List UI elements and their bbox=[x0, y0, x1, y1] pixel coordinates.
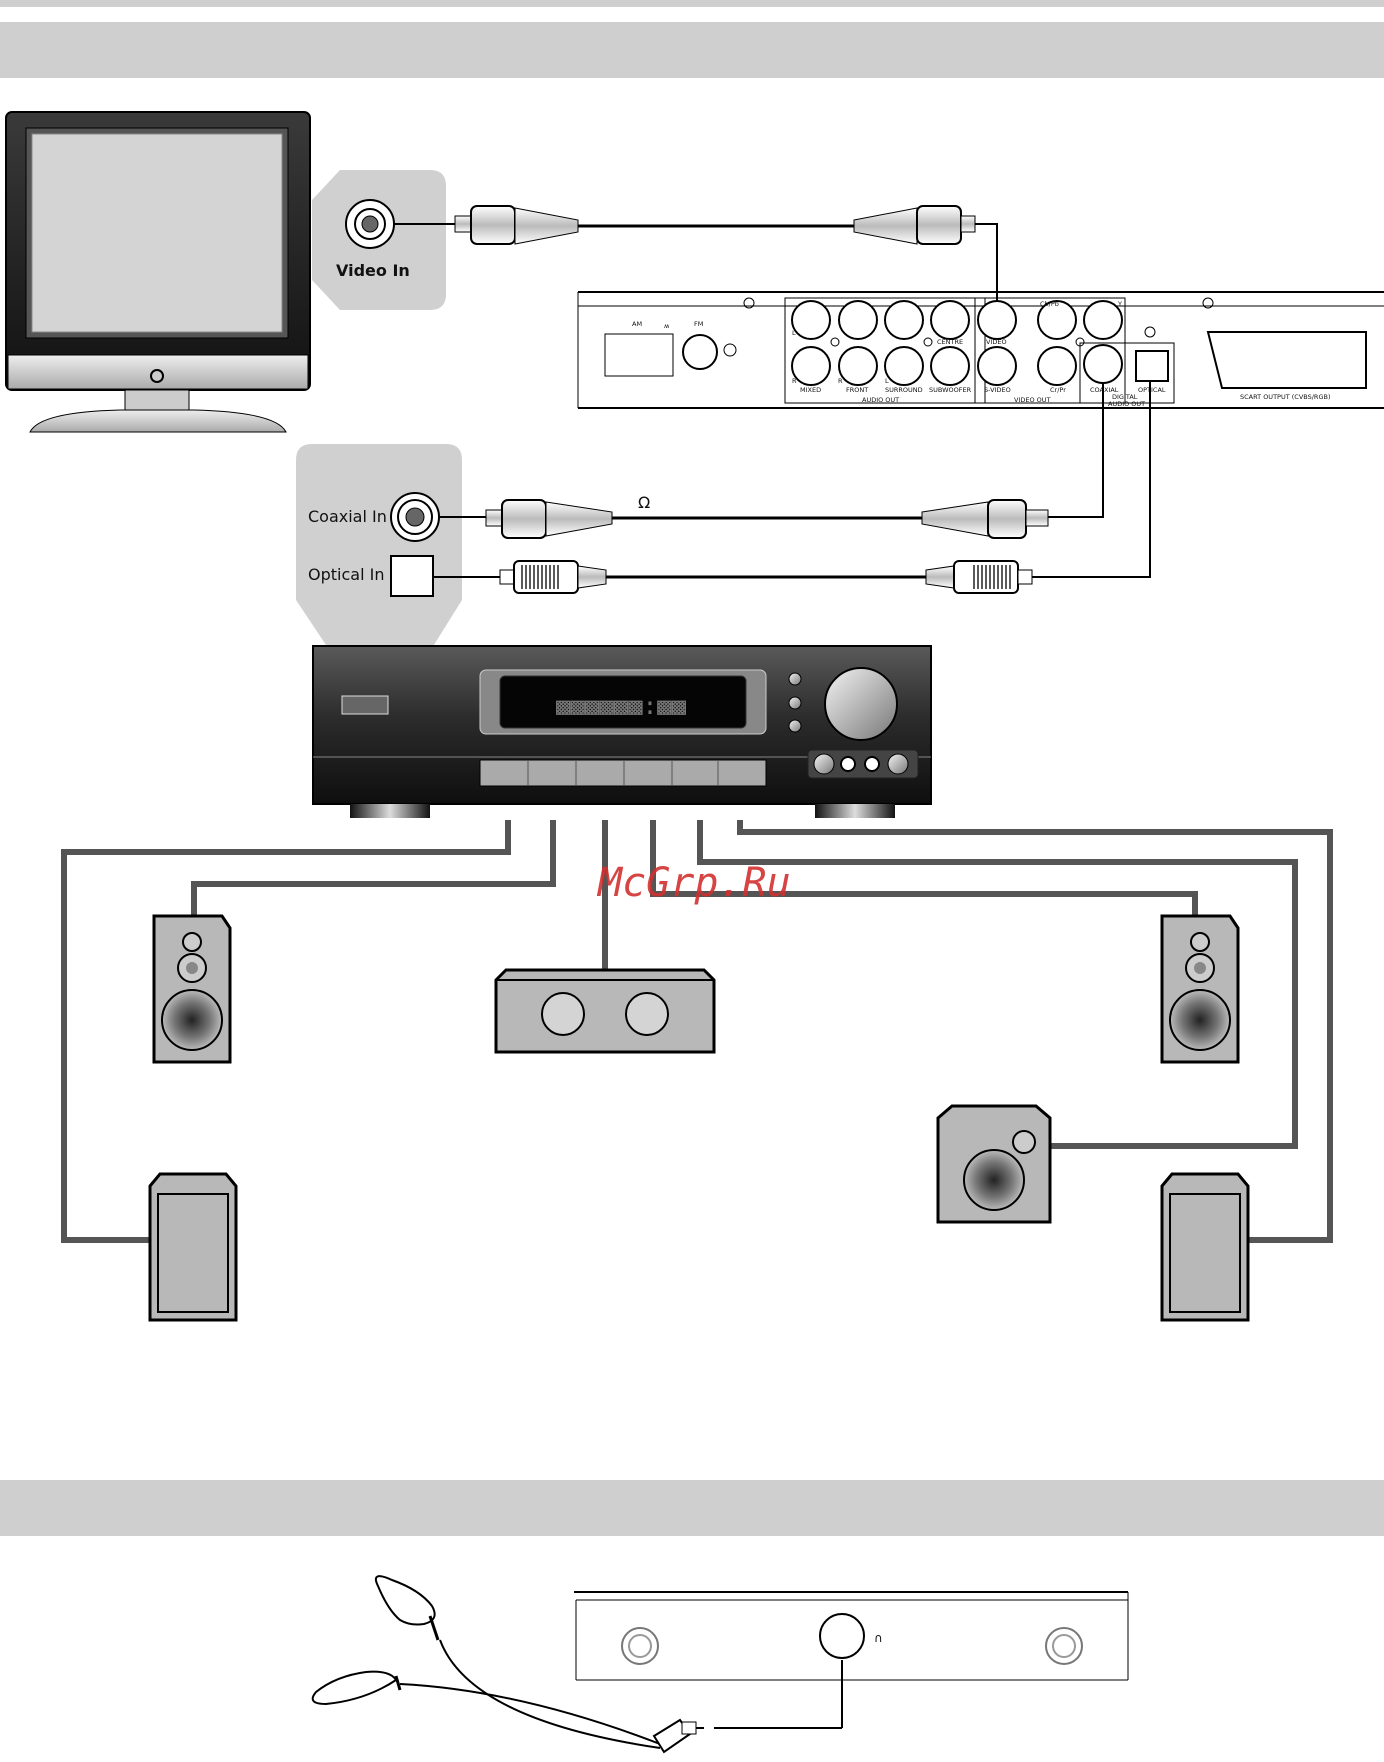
video-cable bbox=[394, 206, 997, 305]
optical-cable bbox=[433, 381, 1150, 593]
y-label: Y bbox=[1117, 300, 1122, 308]
front-left-speaker bbox=[154, 916, 230, 1062]
coaxial-out-jack bbox=[1084, 345, 1122, 383]
cable-omega-symbol: Ω bbox=[638, 493, 650, 512]
l-label: L bbox=[792, 329, 796, 337]
am-label: AM bbox=[632, 320, 642, 328]
fm-label: FM bbox=[694, 320, 703, 328]
cbpb-label: Cb/Pb bbox=[1040, 300, 1059, 308]
player-front-panel: ∩ bbox=[574, 1592, 1128, 1680]
scart-label: SCART OUTPUT (CVBS/RGB) bbox=[1240, 393, 1330, 401]
antenna-ground-icon: ʍ bbox=[664, 322, 670, 330]
audio-out-label: AUDIO OUT bbox=[862, 396, 899, 404]
video-in-callout: Video In bbox=[312, 170, 446, 310]
mixed-label: MIXED bbox=[800, 386, 821, 394]
video-out-jack bbox=[978, 301, 1016, 339]
headphone-jack bbox=[820, 1614, 864, 1658]
coaxial-in-label: Coaxial In bbox=[308, 507, 387, 526]
surround-label: SURROUND bbox=[885, 386, 923, 394]
coaxial-cable: Ω bbox=[439, 383, 1103, 538]
receiver-input-callout: Coaxial In Optical In bbox=[296, 444, 462, 648]
front-right-speaker bbox=[1162, 916, 1238, 1062]
subwoofer bbox=[938, 1106, 1050, 1222]
television bbox=[6, 112, 310, 432]
subwoofer-label: SUBWOOFER bbox=[929, 386, 972, 394]
av-receiver: ▩▩▩▩▩▩:▩▩ bbox=[313, 646, 931, 818]
front-label: FRONT bbox=[846, 386, 868, 394]
r-label: R bbox=[838, 377, 843, 385]
optical-out-jack bbox=[1136, 351, 1168, 381]
svideo-label: S-VIDEO bbox=[984, 386, 1011, 394]
surround-left-speaker bbox=[150, 1174, 236, 1320]
scart-connector bbox=[1208, 332, 1366, 388]
video-in-label: Video In bbox=[336, 261, 410, 280]
top-rule bbox=[0, 0, 1384, 7]
r-label: R bbox=[792, 377, 797, 385]
section-header-band bbox=[0, 22, 1384, 78]
volume-knob bbox=[825, 668, 897, 740]
video-out-label: VIDEO OUT bbox=[1014, 396, 1051, 404]
optical-label: OPTICAL bbox=[1138, 386, 1166, 394]
watermark: McGrp.Ru bbox=[596, 860, 791, 906]
crpr-label: Cr/Pr bbox=[1050, 386, 1066, 394]
centre-speaker bbox=[496, 970, 714, 1052]
rca-plug bbox=[854, 206, 975, 244]
surround-right-speaker bbox=[1162, 1174, 1248, 1320]
digital-audio-out-label: AUDIO OUT bbox=[1108, 400, 1145, 408]
centre-label: CENTRE bbox=[937, 338, 963, 346]
rca-plug bbox=[455, 206, 578, 244]
headphone-icon: ∩ bbox=[874, 1631, 883, 1645]
receiver-display-segments: ▩▩▩▩▩▩:▩▩ bbox=[556, 692, 687, 720]
video-label: VIDEO bbox=[986, 338, 1007, 346]
optical-in-label: Optical In bbox=[308, 565, 384, 584]
section-header-band bbox=[0, 1480, 1384, 1536]
l-label: L bbox=[885, 377, 889, 385]
player-rear-panel: AM FM ʍ L R R L CENTRE MIXED FRONT SURRO… bbox=[578, 292, 1384, 408]
